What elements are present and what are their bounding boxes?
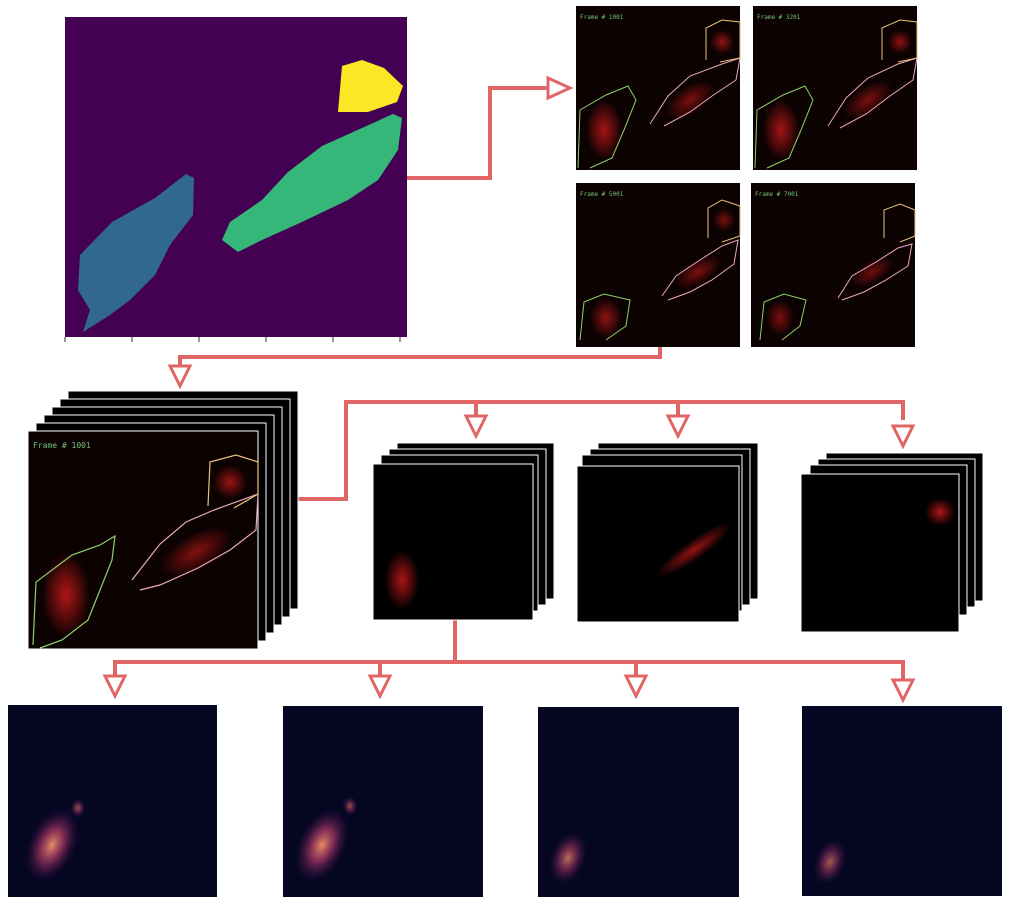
annotated-frame-4: Frame # 7001 [751,183,916,347]
heatmap-2 [283,706,483,897]
frame-label-4: Frame # 7001 [755,191,799,198]
cell-crop-stack-1 [372,442,555,621]
connector-crops-to-heatmaps [102,620,916,704]
frame-label-3: Frame # 5001 [580,191,624,198]
connector-stack-to-crops [298,400,916,501]
frame-stack: Frame # 1001 [27,390,299,650]
cell-crop-stack-3 [800,452,984,633]
connector-mask-to-frames [407,75,574,180]
annotated-frame-2: Frame # 3201 [753,6,918,170]
annotated-frame-3: Frame # 5001 [576,183,741,347]
heatmap-1 [8,705,217,897]
segmentation-mask [64,17,407,342]
heatmap-3 [538,707,739,897]
annotated-frame-1: Frame # 1001 [576,6,741,170]
stack-frame-label: Frame # 1001 [33,441,91,450]
frame-label-2: Frame # 3201 [757,14,801,21]
connector-frames-to-stack [167,347,662,390]
cell-crop-stack-2 [576,442,759,623]
heatmap-4 [802,706,1002,896]
frame-label-1: Frame # 1001 [580,14,624,21]
